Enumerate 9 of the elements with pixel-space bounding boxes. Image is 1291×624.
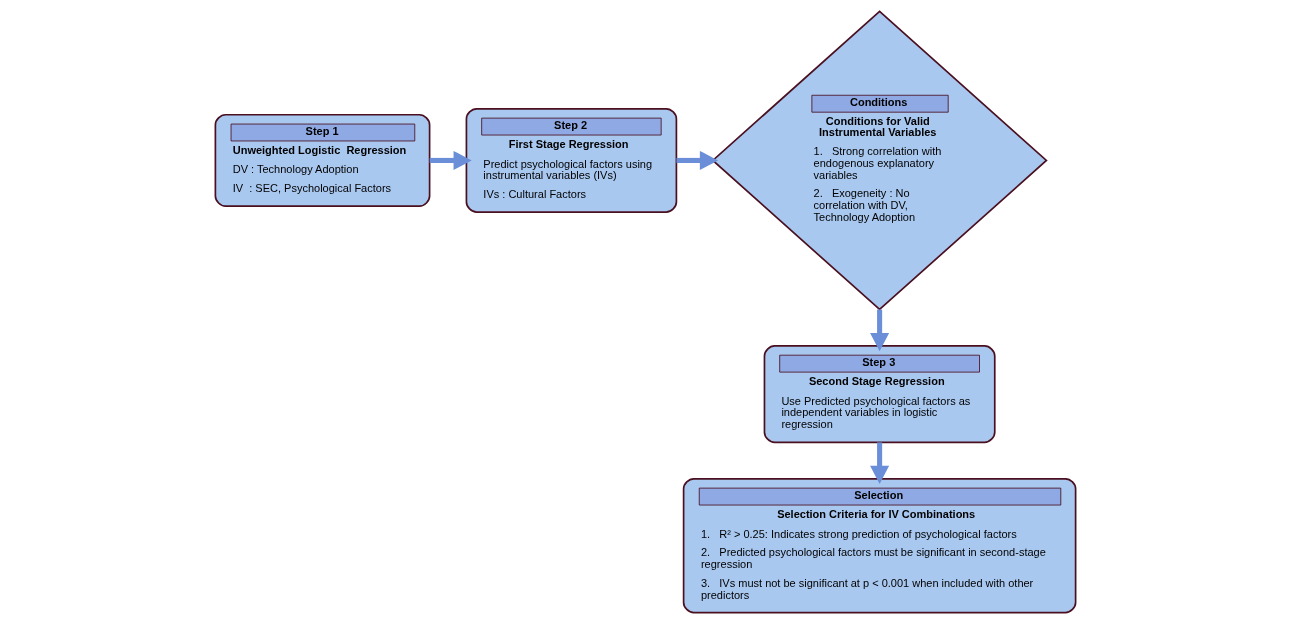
arrow: [676, 150, 719, 170]
node-box: Step 2 First Stage Regression Predict psychological factors using instrumental variables (IVs) IVs : Cultural Factors: [465, 107, 678, 213]
arrow: [870, 442, 890, 485]
arrow: [429, 150, 472, 170]
node-box: Step 1 Unweighted Logistic Regression DV : Technology Adoption IV : SEC, Psychological Factors: [214, 113, 431, 207]
node-box: Selection Selection Criteria for IV Combinations 1. R² > 0.25: Indicates strong prediction of psychological factors 2. Predicted psychological factors must be significant in second-stage regression 3. IVs must not be significant at p < 0.001 when included with other predictors: [682, 477, 1077, 614]
node-box: Step 3 Second Stage Regression Use Predicted psychological factors as independent variables in logistic regression: [763, 345, 996, 444]
node-diamond: Conditions Conditions for Valid Instrumental Variables 1. Strong correlation with endogenous explanatory variables 2. Exogeneity : No correlation with DV, Technology Adoption: [711, 10, 1048, 311]
arrow: [870, 309, 890, 352]
